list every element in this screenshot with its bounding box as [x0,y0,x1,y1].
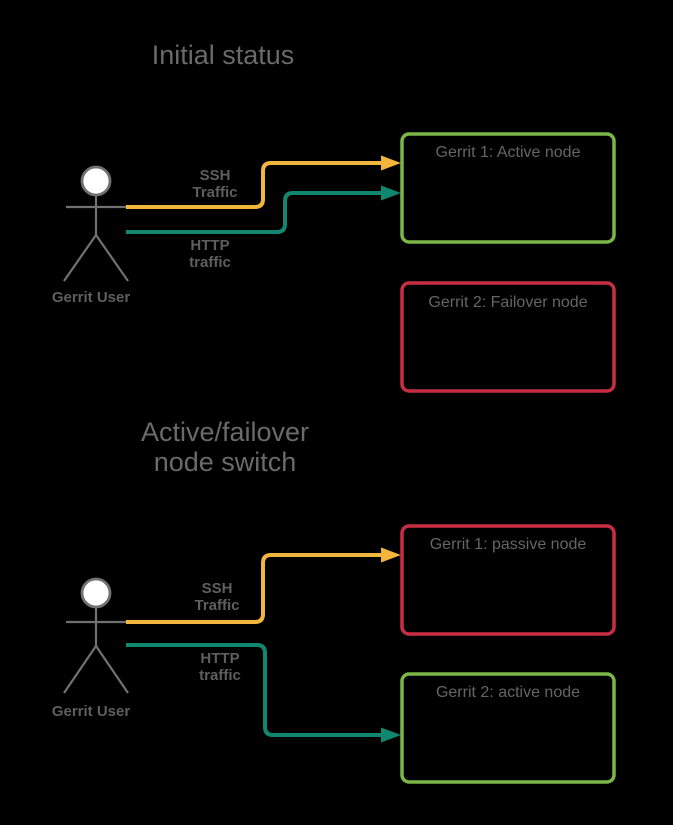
gerrit1-passive-node-box [400,524,616,636]
section-title-node-switch: Active/failover node switch [140,417,310,477]
gerrit-user-figure-bottom [63,577,129,694]
ssh-traffic-label-bottom: SSH Traffic [194,580,240,614]
actor-head [80,165,112,197]
gerrit2-failover-node-box [400,281,616,393]
actor-legs [63,644,129,694]
ssh-traffic-arrow-bottom [126,547,401,624]
ssh-traffic-arrow-top [126,155,401,209]
gerrit1-active-node-box [400,132,616,244]
ssh-arrowhead-icon [381,547,401,563]
section-title-initial-status: Initial status [151,40,295,70]
gerrit1-active-node-label: Gerrit 1: Active node [435,144,581,161]
gerrit1-passive-node-label: Gerrit 1: passive node [429,536,587,553]
gerrit-user-label-top: Gerrit User [51,289,131,306]
gerrit2-active-node-box [400,672,616,784]
actor-legs [63,233,129,282]
http-traffic-arrow-bottom [126,643,401,743]
ssh-traffic-label-top: SSH Traffic [192,167,238,201]
actor-head [80,577,112,609]
ssh-arrowhead-icon [381,155,401,171]
http-arrow-line [126,191,382,234]
gerrit2-failover-node-label: Gerrit 2: Failover node [428,294,588,311]
http-arrowhead-icon [381,727,401,743]
gerrit-user-label-bottom: Gerrit User [51,703,131,720]
http-arrow-line [126,643,382,737]
gerrit2-active-node-label: Gerrit 2: active node [435,684,581,701]
ssh-arrow-line [126,553,382,624]
http-traffic-label-bottom: HTTP traffic [199,650,241,684]
http-arrowhead-icon [381,185,401,201]
gerrit-user-figure-top [63,165,129,282]
http-traffic-label-top: HTTP traffic [189,237,231,271]
ssh-arrow-line [126,161,382,209]
http-traffic-arrow-top [126,185,401,234]
